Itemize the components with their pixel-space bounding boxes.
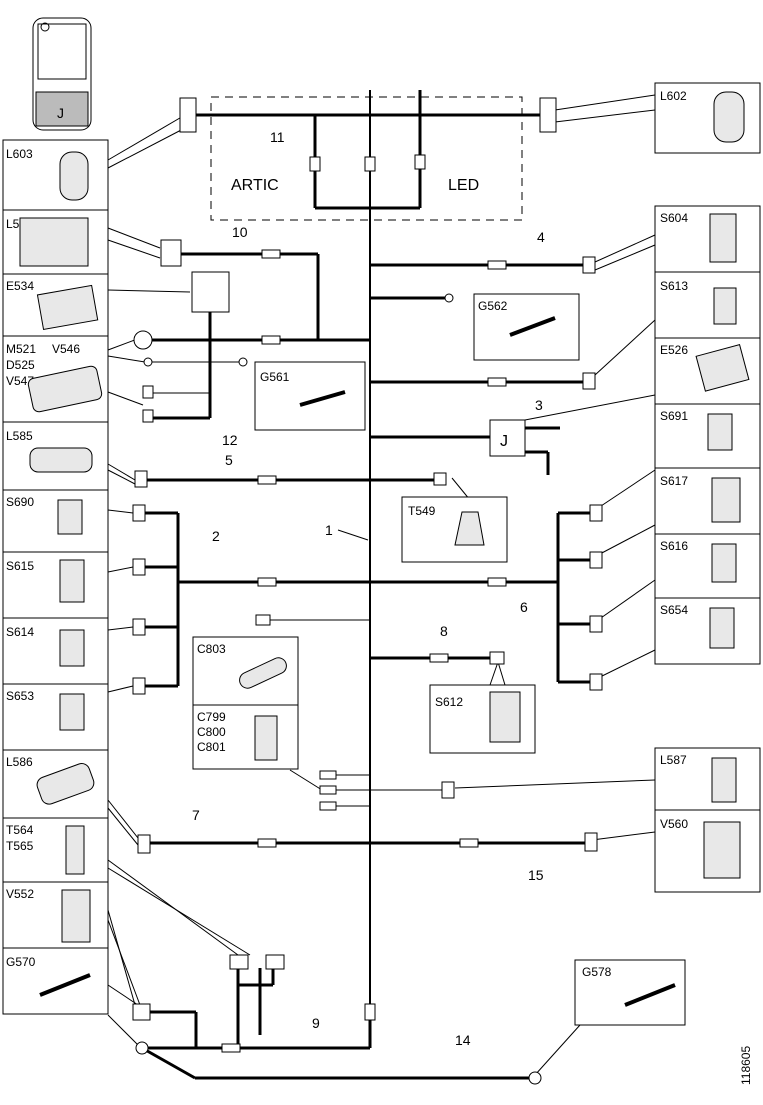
switch-icon: [59, 629, 85, 667]
label-S614: S614: [6, 625, 34, 639]
label-L586: L586: [6, 755, 33, 769]
wire-number-3: 3: [535, 397, 543, 413]
wire-number-14: 14: [455, 1032, 471, 1048]
wire-number-12: 12: [222, 432, 238, 448]
region-label-led: LED: [448, 177, 479, 194]
wire-number-15: 15: [528, 867, 544, 883]
leader-lines: [107, 94, 656, 1076]
switch-icon: [713, 287, 737, 325]
switch-icon: [59, 693, 85, 731]
label-S613: S613: [660, 279, 688, 293]
label-V560: V560: [660, 817, 688, 831]
region-label-artic: ARTIC: [231, 177, 279, 194]
lamp-grille-icon: [19, 217, 89, 267]
figure-code: 118605: [739, 1046, 753, 1085]
label-C800: C800: [197, 725, 226, 739]
sensor-icon: [65, 825, 85, 875]
left-component-column: L603 L581 E534 M521 V546 D525 V547 L585 …: [2, 139, 109, 1015]
label-T564: T564: [6, 823, 34, 837]
label-S612: S612: [435, 695, 463, 709]
ground-bolt-icon: [299, 390, 346, 407]
label-S604: S604: [660, 211, 688, 225]
label-S654: S654: [660, 603, 688, 617]
wire-number-1: 1: [325, 522, 333, 538]
thumbnail-junction-label: J: [57, 105, 64, 121]
label-C801: C801: [197, 740, 226, 754]
label-G561: G561: [260, 370, 290, 384]
switch-icon: [57, 499, 83, 535]
label-D525: D525: [6, 358, 35, 372]
wire-number-6: 6: [520, 599, 528, 615]
ground-bolt-icon: [624, 983, 676, 1007]
label-S615: S615: [6, 559, 34, 573]
right-component-column: L602 S604 S613 E526 S691 S617 S616 S654 …: [574, 82, 761, 1026]
label-S653: S653: [6, 689, 34, 703]
wire-number-4: 4: [537, 229, 545, 245]
label-S690: S690: [6, 495, 34, 509]
lamp-icon: [713, 91, 745, 143]
label-G578: G578: [582, 965, 612, 979]
label-C803: C803: [197, 642, 226, 656]
centre-components: G562 G561 T549 C803 C799 C800 C801 S612: [192, 293, 580, 770]
relay-connector-icon: [254, 715, 278, 761]
lamp-icon: [36, 763, 95, 805]
ground-bolt-icon: [509, 316, 556, 337]
control-unit-icon: [36, 284, 99, 330]
valve-icon: [703, 821, 741, 879]
junction-j-label: J: [500, 433, 508, 450]
label-T565: T565: [6, 839, 34, 853]
side-marker-icon: [29, 447, 93, 473]
label-M521: M521: [6, 342, 36, 356]
label-S616: S616: [660, 539, 688, 553]
wire-number-7: 7: [192, 807, 200, 823]
label-G562: G562: [478, 299, 508, 313]
wire-number-8: 8: [440, 623, 448, 639]
label-G570: G570: [6, 955, 36, 969]
label-T549: T549: [408, 504, 436, 518]
label-S691: S691: [660, 409, 688, 423]
valve-icon: [61, 889, 91, 943]
artic-led-region: [210, 96, 523, 221]
inline-connectors: J: [132, 97, 603, 1085]
switch-icon: [711, 543, 737, 583]
ground-bolt-icon: [39, 973, 91, 997]
lamp-icon: [59, 151, 89, 201]
switch-icon: [711, 477, 741, 523]
switch-icon: [709, 607, 735, 649]
label-E526: E526: [660, 343, 688, 357]
label-V552: V552: [6, 887, 34, 901]
label-L585: L585: [6, 429, 33, 443]
label-V546: V546: [52, 342, 80, 356]
wire-number-11: 11: [270, 129, 285, 145]
vehicle-thumbnail: J: [32, 17, 92, 131]
temperature-sensor-icon: [454, 511, 485, 546]
switch-icon: [709, 213, 737, 263]
wire-number-2: 2: [212, 528, 220, 544]
control-unit-icon: [695, 344, 750, 392]
lamp-icon: [711, 757, 737, 803]
wire-number-10: 10: [232, 224, 248, 240]
fuse-icon: [239, 657, 287, 689]
wire-number-labels: 1 2 3 4 5 6 7 8 9 10 11 12 14 15: [192, 129, 545, 1048]
wire-number-5: 5: [225, 452, 233, 468]
label-C799: C799: [197, 710, 226, 724]
harness-wires: [140, 90, 595, 1080]
switch-icon: [59, 559, 85, 603]
label-S617: S617: [660, 474, 688, 488]
wire-number-9: 9: [312, 1015, 320, 1031]
switch-icon: [707, 413, 733, 451]
label-L587: L587: [660, 753, 687, 767]
switch-icon: [489, 691, 521, 743]
label-E534: E534: [6, 279, 34, 293]
wiper-motor-icon: [27, 365, 103, 413]
label-L603: L603: [6, 147, 33, 161]
label-V547: V547: [6, 374, 34, 388]
label-L602: L602: [660, 89, 687, 103]
